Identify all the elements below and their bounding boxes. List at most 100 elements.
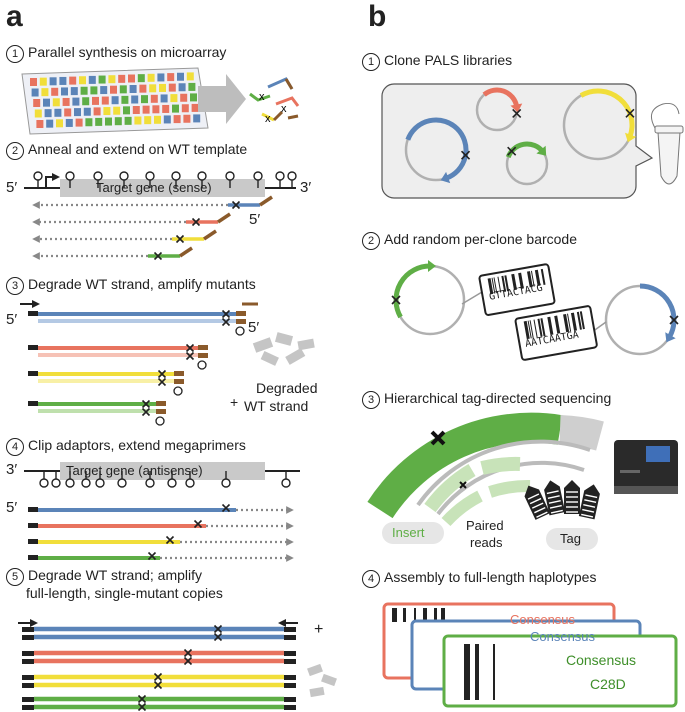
insert-label: Insert [392, 525, 425, 540]
array-spot [172, 104, 179, 113]
array-spot [43, 98, 50, 107]
pin-head [281, 478, 291, 488]
mutation-mark: x [281, 103, 287, 115]
tag-stripe [534, 506, 546, 514]
barcode-bar [504, 275, 510, 292]
tag-barcode [578, 484, 600, 520]
mutation-mark [137, 694, 147, 704]
mutation-mark [669, 315, 679, 325]
adaptor [22, 635, 34, 640]
array-spot [168, 83, 176, 92]
pin-head [33, 171, 43, 181]
paired-read [424, 463, 476, 513]
barcode-bar [534, 269, 541, 287]
insert-arrowhead [624, 132, 637, 143]
array-spot [139, 84, 147, 93]
array-spot [75, 118, 83, 127]
tag-stripe [549, 504, 562, 509]
array-spot [149, 84, 157, 93]
barcode-bar [547, 316, 554, 336]
barcode-bar [533, 319, 538, 338]
phosphorothioate-marks [33, 171, 297, 188]
primer-tail [179, 246, 193, 258]
full-length-copies [18, 619, 298, 712]
array-spot [52, 98, 60, 107]
mutation-mark [213, 632, 223, 642]
step-number: 1 [6, 45, 24, 63]
adaptor [28, 311, 38, 316]
step-label: Degrade WT strand, amplify mutants [28, 276, 256, 292]
step-number: 4 [362, 570, 380, 588]
array-spot [59, 76, 67, 85]
array-spot [70, 87, 78, 96]
adaptor [284, 627, 296, 632]
step-number: 3 [6, 277, 24, 295]
array-spot [159, 83, 166, 92]
pin-head [235, 326, 245, 336]
array-spot [119, 85, 127, 94]
tag-stripe [547, 495, 560, 499]
barcode-tag-1 [461, 263, 556, 316]
haplotype-bar [392, 608, 397, 622]
mutation-mark [213, 624, 223, 634]
tag-stripe [581, 513, 594, 518]
array-spot [80, 86, 88, 95]
mutation-mark [430, 430, 446, 446]
pin-head [171, 171, 181, 181]
array-spot [173, 115, 181, 124]
step-label: Clip adaptors, extend megaprimers [28, 437, 246, 453]
barcode-bar [567, 313, 572, 332]
array-spot [154, 115, 161, 124]
panel-letter-b: b [368, 0, 387, 33]
array-spot [162, 104, 170, 113]
pin-head [93, 171, 103, 181]
array-spot [82, 97, 90, 106]
pin-head [155, 416, 165, 426]
array-spot [134, 116, 142, 125]
microarray-chip [21, 67, 209, 135]
adaptor [284, 705, 296, 710]
step-a5-line2: full-length, single-mutant copies [26, 585, 223, 601]
array-spot [128, 74, 135, 83]
barcode-bar [579, 311, 585, 330]
big-arrow [198, 74, 246, 124]
array-spot [186, 72, 194, 81]
array-spot [111, 96, 119, 105]
array-spot [65, 118, 73, 127]
array-spot [95, 117, 103, 126]
tube-icon [650, 103, 684, 185]
adaptor [156, 409, 166, 414]
array-spot [152, 105, 160, 114]
adaptor [236, 319, 246, 324]
mutation-mark [221, 503, 231, 513]
insert-arrowhead [536, 145, 547, 156]
adaptor [198, 345, 208, 350]
mutation-mark [460, 150, 471, 160]
mutation-mark: x [265, 113, 271, 125]
array-spot [105, 117, 112, 126]
tag-stripe [583, 503, 596, 508]
tag-stripe [531, 502, 544, 509]
sequencing-arcs [367, 412, 604, 550]
card-green [442, 634, 678, 708]
pin-head [65, 171, 75, 181]
array-spot [121, 95, 129, 104]
array-spot [90, 86, 98, 95]
pin-head [253, 171, 263, 181]
adaptor [28, 539, 38, 544]
template-sense [24, 171, 297, 197]
adaptor [22, 697, 34, 702]
adaptor [22, 675, 34, 680]
haplotype-bar [423, 608, 427, 622]
array-spot [147, 73, 155, 82]
array-spot [72, 97, 80, 106]
barcode-bar [576, 311, 582, 330]
three-prime-label: 3′ [6, 461, 18, 478]
array-spot [103, 107, 111, 116]
